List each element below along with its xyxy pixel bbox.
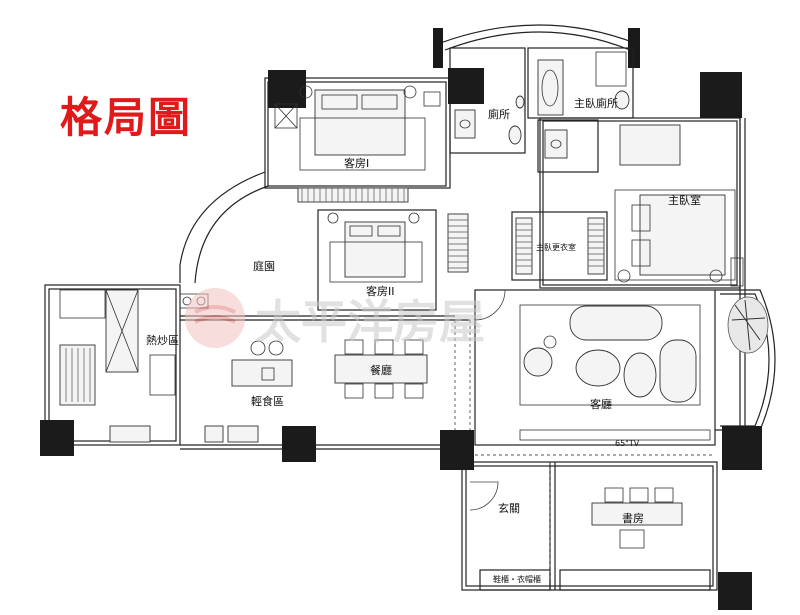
side-table xyxy=(623,352,657,398)
floor-plan-title: 格局圖 xyxy=(60,93,193,142)
column xyxy=(282,426,316,462)
label-study: 書房 xyxy=(622,511,644,525)
label-garden: 庭園 xyxy=(253,259,275,273)
watermark-text: 太平洋房屋 xyxy=(255,295,485,349)
label-light-meal: 輕食區 xyxy=(251,394,284,408)
label-shoe-cabinet: 鞋櫃・衣帽櫃 xyxy=(493,574,541,584)
toilet xyxy=(508,125,522,145)
sink xyxy=(109,425,151,443)
label-entry: 玄關 xyxy=(498,501,520,515)
study-desk xyxy=(591,502,683,526)
bed xyxy=(314,89,406,156)
label-master-bath: 主臥廁所 xyxy=(574,96,618,110)
structural-columns xyxy=(40,68,762,610)
column xyxy=(440,430,474,470)
label-master-bedroom: 主臥室 xyxy=(668,193,701,207)
column xyxy=(448,68,484,104)
closet xyxy=(515,217,533,275)
sink xyxy=(544,129,568,159)
furniture xyxy=(59,51,769,549)
column xyxy=(268,70,306,108)
column xyxy=(40,420,74,456)
label-tv: 65"TV xyxy=(615,439,640,448)
bed xyxy=(639,194,726,276)
kitchen-island xyxy=(231,359,293,387)
label-living: 客廳 xyxy=(590,397,612,411)
label-hot-kitchen: 熱炒區 xyxy=(146,334,179,347)
label-guest-room-1: 客房I xyxy=(344,156,369,170)
bed xyxy=(344,221,406,278)
wardrobe xyxy=(447,213,469,273)
label-toilet: 廁所 xyxy=(488,107,510,121)
dining-table xyxy=(334,354,428,384)
column xyxy=(722,426,762,470)
room-labels: 客房I 客房II 廁所 主臥廁所 主臥室 主臥更衣室 庭園 熱炒區 餐廳 輕食區… xyxy=(146,96,701,584)
desk xyxy=(619,124,681,166)
column xyxy=(700,72,742,118)
label-master-closet: 主臥更衣室 xyxy=(536,242,576,252)
column xyxy=(718,572,752,610)
closet xyxy=(587,217,605,275)
sofa xyxy=(569,305,663,341)
sink xyxy=(454,109,476,139)
label-dining: 餐廳 xyxy=(370,363,392,377)
coffee-table xyxy=(575,349,621,387)
armchair xyxy=(523,347,553,377)
watermark: 太平洋房屋 xyxy=(185,288,485,349)
toilet xyxy=(614,90,630,110)
label-guest-room-2: 客房II xyxy=(366,284,395,298)
sofa xyxy=(659,339,697,403)
wardrobe xyxy=(297,187,409,203)
